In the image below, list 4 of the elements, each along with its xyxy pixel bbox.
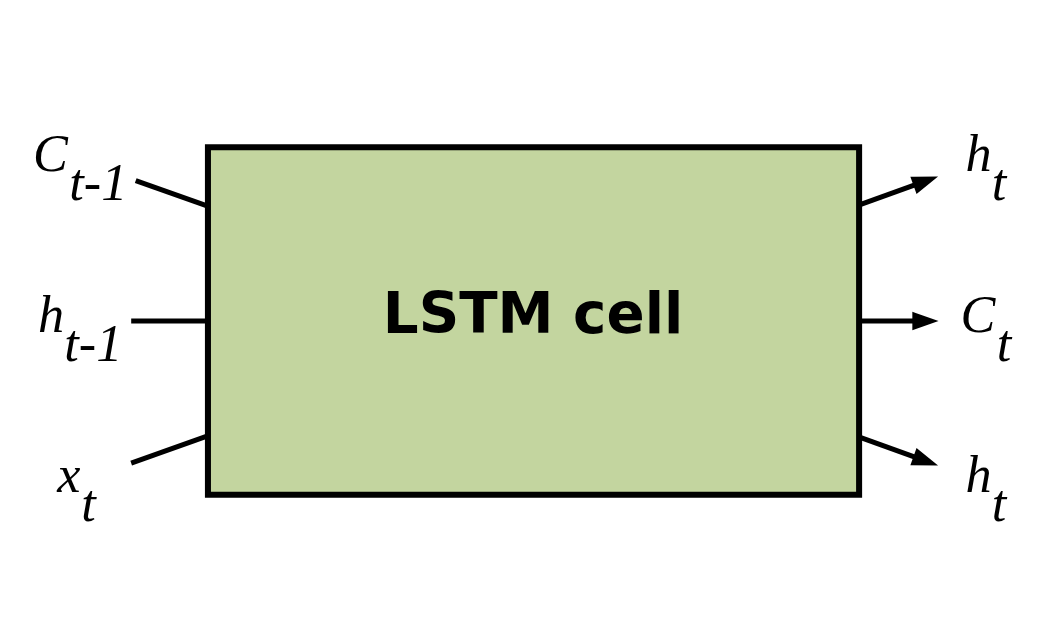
arrow bbox=[859, 311, 939, 331]
connector bbox=[131, 318, 208, 324]
connector bbox=[134, 178, 208, 209]
node-box: LSTM cell bbox=[204, 144, 863, 498]
